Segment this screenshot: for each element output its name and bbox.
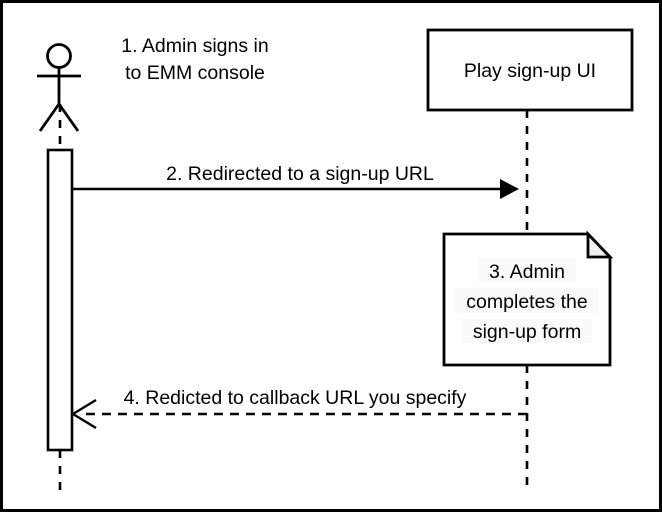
note-3-line-3: sign-up form (473, 321, 581, 343)
actor-admin[interactable] (37, 43, 81, 132)
actor-right-leg-icon (57, 103, 80, 132)
participant-box-play-ui-label: Play sign-up UI (464, 60, 596, 82)
message-2[interactable]: 2. Redirected to a sign-up URL (72, 163, 519, 199)
message-2-label: 2. Redirected to a sign-up URL (166, 163, 434, 185)
note-3[interactable]: 3. Admin completes the sign-up form (442, 230, 614, 367)
message-2-arrowhead-icon (500, 179, 519, 199)
actor-head-icon (46, 43, 72, 69)
note-3-line-1: 3. Admin (489, 261, 565, 283)
actor-label-line-2: to EMM console (125, 62, 265, 84)
actor-label-line-1: 1. Admin signs in (121, 35, 268, 57)
participant-box-play-ui[interactable] (426, 28, 634, 112)
note-3-text-highlight-1 (478, 258, 576, 283)
note-3-text-highlight-2 (455, 288, 599, 313)
message-4[interactable]: 4. Redicted to callback URL you specify (70, 387, 527, 430)
actor-left-leg-icon (38, 103, 61, 132)
message-4-label: 4. Redicted to callback URL you specify (124, 387, 467, 409)
note-3-text-highlight-3 (462, 318, 592, 343)
actor-activation-bar (46, 148, 74, 452)
message-4-arrowhead-icon (70, 398, 97, 430)
note-3-fold-corner-icon (586, 230, 614, 259)
note-3-line-2: completes the (466, 291, 587, 313)
